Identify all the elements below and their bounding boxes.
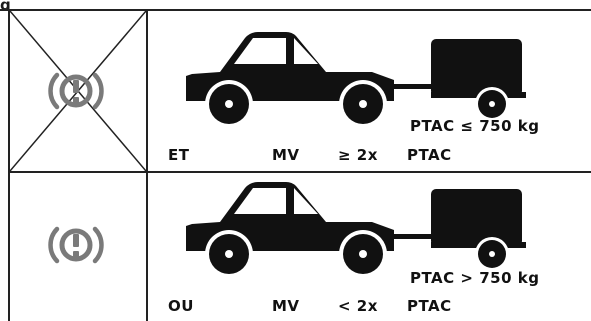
weight-term-label: PTAC [407,297,452,315]
car-icon [186,32,394,128]
trailer-icon [394,189,526,271]
trailer-limit-label: PTAC ≤ 750 kg [410,117,540,135]
parking-brake-warning-icon [48,226,104,264]
conjunction-label: OU [168,297,194,315]
parking-brake-warning-icon [48,72,104,110]
vehicle-term-label: MV [272,297,300,315]
comparison-label: ≥ 2x [338,146,378,164]
car-icon [186,182,394,278]
car-with-trailer-illustration [186,182,526,278]
trailer-limit-label: PTAC > 750 kg [410,269,540,287]
table-left-border [8,9,10,321]
car-with-trailer-illustration [186,32,526,128]
trailer-icon [394,39,526,121]
cropped-header-text: g [0,0,11,10]
vehicle-term-label: MV [272,146,300,164]
table-row-divider [8,171,591,173]
comparison-label: < 2x [338,297,378,315]
weight-term-label: PTAC [407,146,452,164]
conjunction-label: ET [168,146,190,164]
table-column-divider [146,9,148,321]
table-top-border [0,9,591,11]
